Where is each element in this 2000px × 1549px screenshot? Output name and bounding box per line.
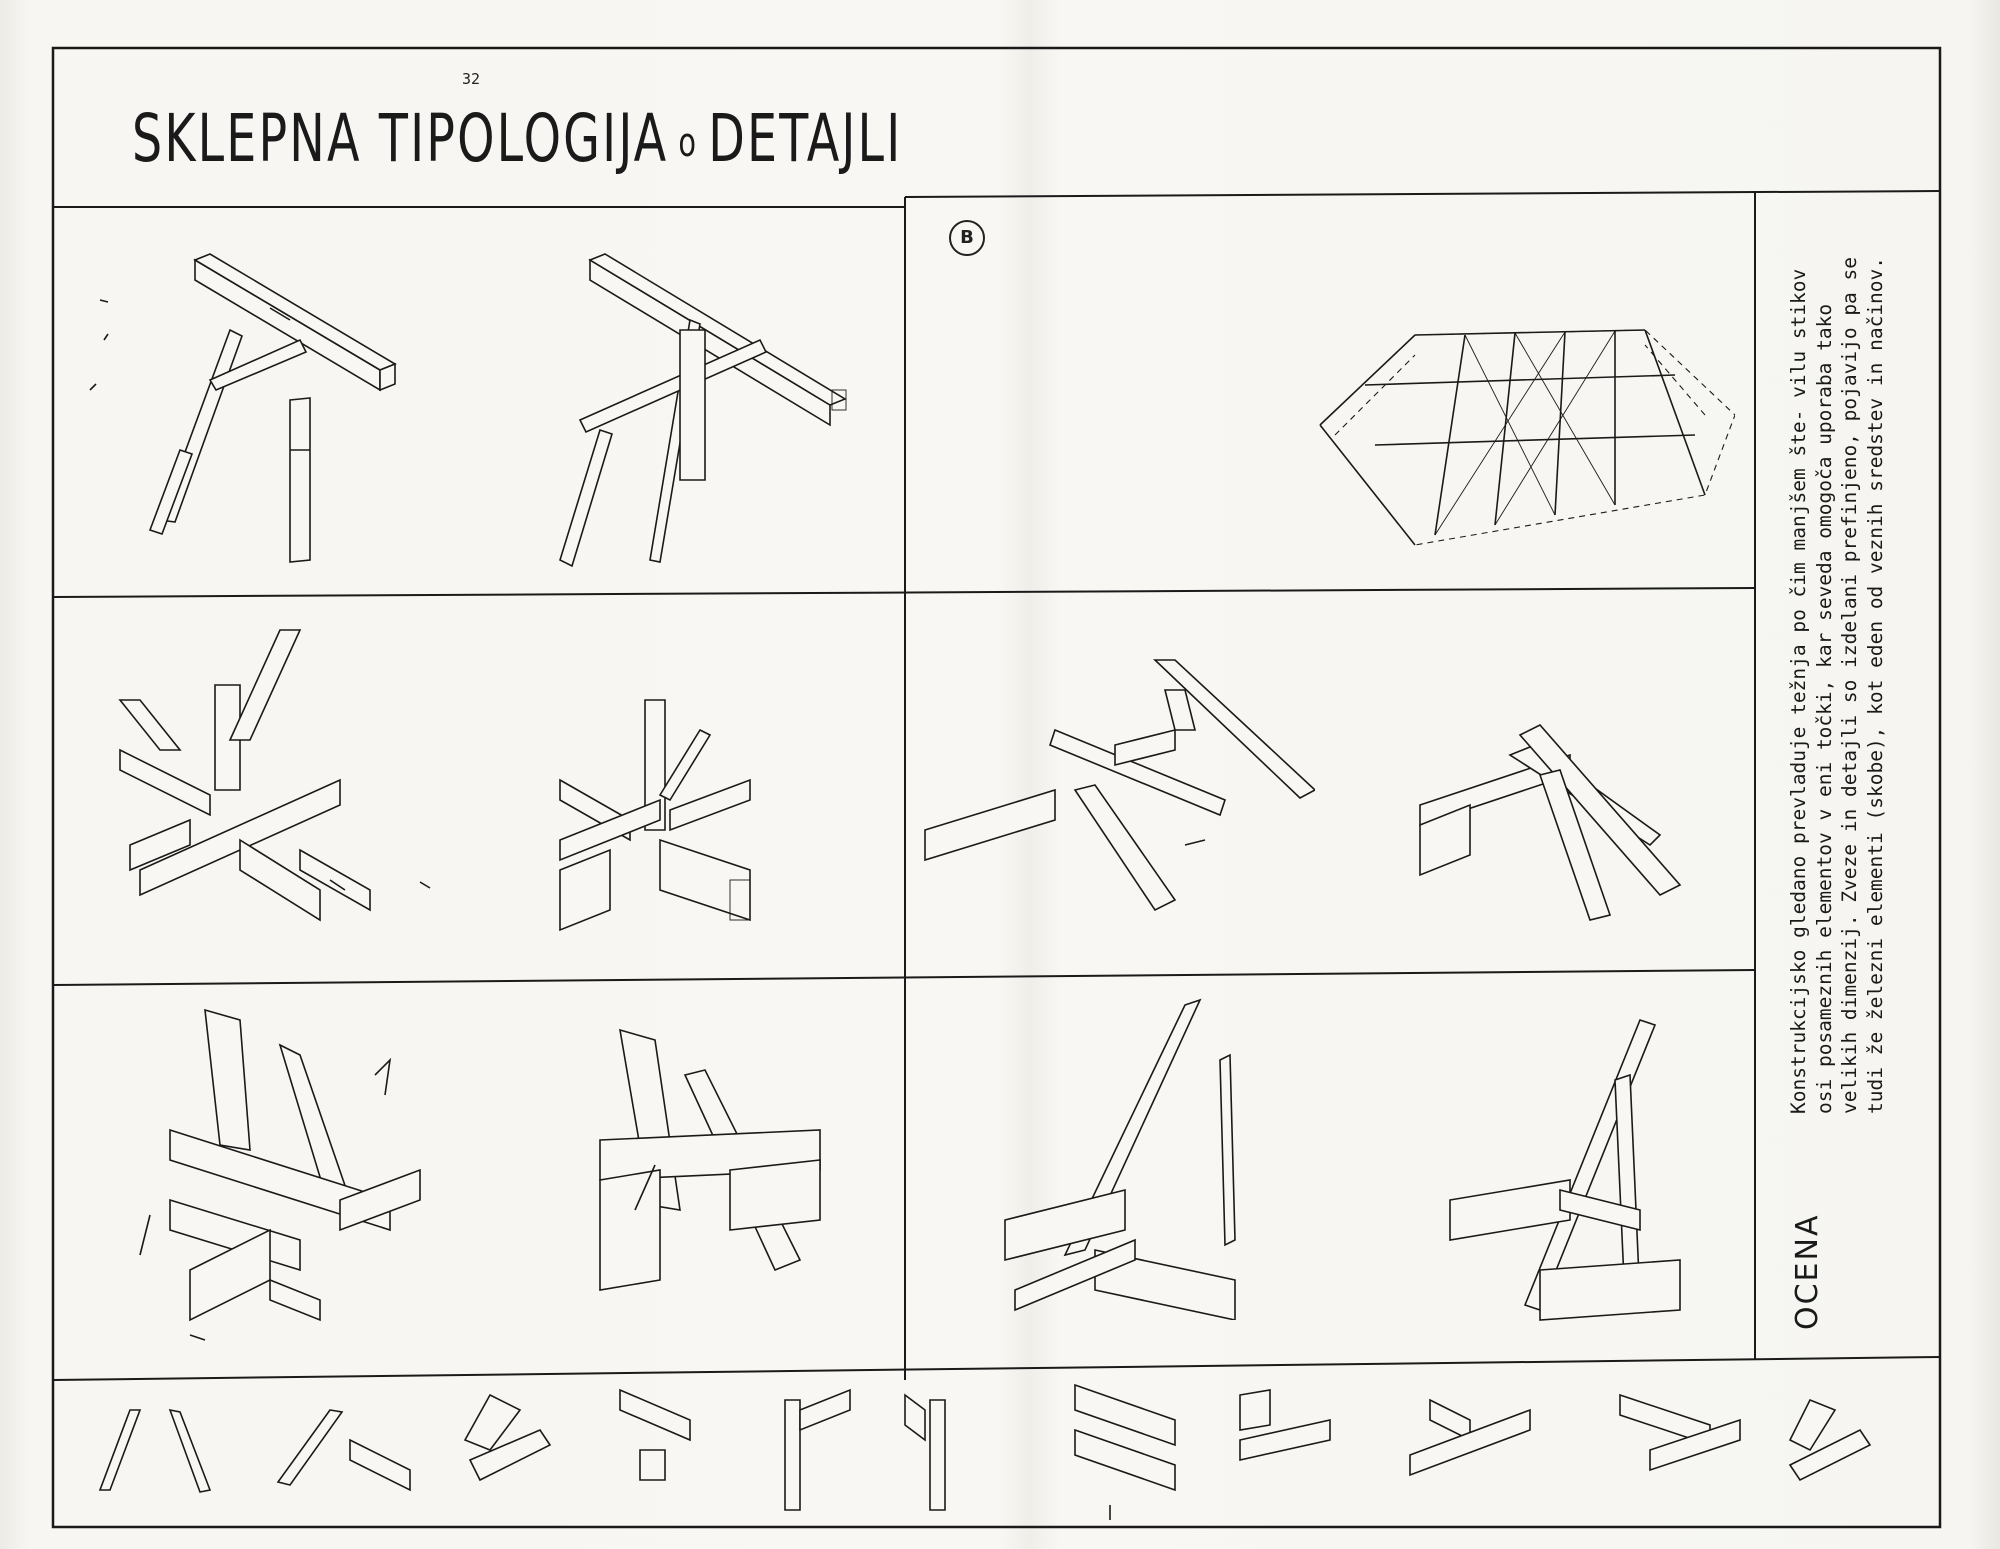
panel-label-b: B bbox=[949, 220, 985, 256]
small-joint-11 bbox=[1788, 1398, 1872, 1482]
joint-catalog-strip bbox=[98, 1383, 1872, 1520]
joint-strut-exploded-drawing bbox=[924, 659, 1315, 912]
small-joint-4 bbox=[619, 1388, 691, 1481]
joint-rafter-assembled-drawing bbox=[559, 253, 847, 568]
joint-rafter-exploded-drawing bbox=[89, 253, 397, 563]
small-joint-10 bbox=[1619, 1393, 1741, 1472]
joint-brace-assembled-drawing bbox=[1449, 1019, 1681, 1321]
small-joint-3 bbox=[463, 1393, 552, 1482]
title-separator: o bbox=[678, 119, 699, 166]
joint-post-assembled-drawing bbox=[559, 699, 751, 932]
joint-base-exploded-drawing bbox=[139, 1008, 421, 1341]
joint-strut-assembled-drawing bbox=[1419, 724, 1682, 921]
small-joint-7 bbox=[1074, 1383, 1176, 1520]
small-joint-8 bbox=[1239, 1389, 1331, 1461]
small-joint-1 bbox=[98, 1408, 212, 1493]
side-title: OCENA bbox=[1790, 1213, 1825, 1330]
joint-base-assembled-drawing bbox=[599, 1028, 821, 1291]
side-description: Konstrukcijsko gledano prevladuje težnja… bbox=[1787, 256, 1887, 1114]
small-joint-9 bbox=[1409, 1398, 1531, 1477]
small-joint-5 bbox=[784, 1388, 851, 1511]
small-joint-2 bbox=[276, 1409, 411, 1492]
page-number: 32 bbox=[462, 70, 481, 88]
title-sub: DETAJLI bbox=[708, 100, 903, 177]
joint-post-exploded-drawing bbox=[118, 629, 431, 922]
joint-brace-exploded-drawing bbox=[1004, 998, 1236, 1320]
roof-truss-perspective-drawing bbox=[1319, 329, 1735, 546]
title-main: SKLEPNA TIPOLOGIJA bbox=[132, 100, 669, 177]
small-joint-6 bbox=[904, 1393, 946, 1511]
